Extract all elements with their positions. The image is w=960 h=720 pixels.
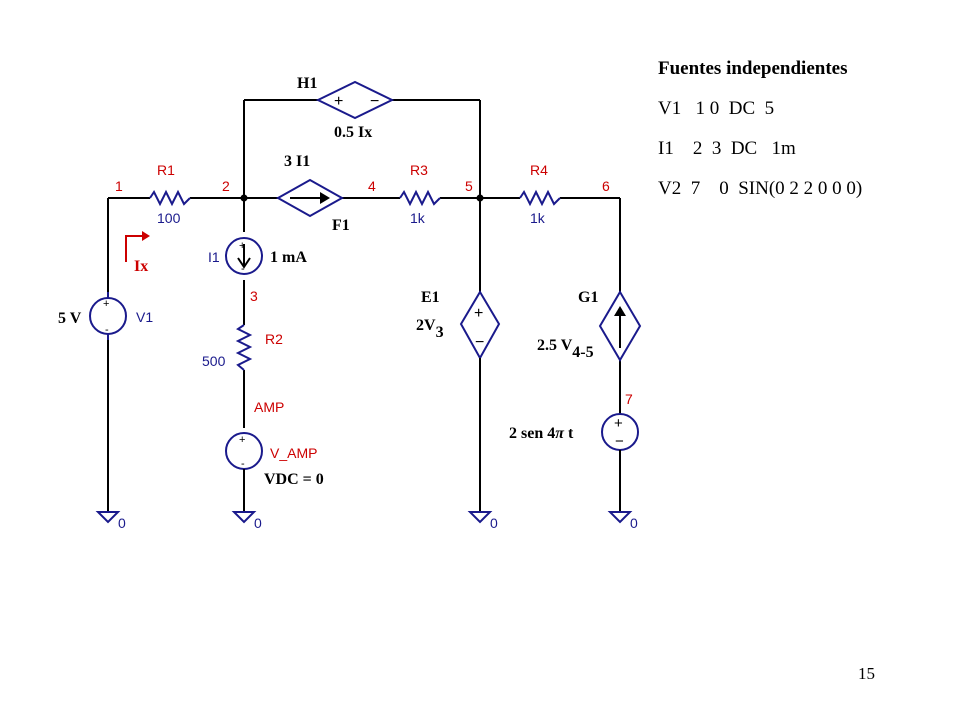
resistor-r3 [399,189,441,207]
netlist-line: I1 2 3 DC 1m [658,138,796,159]
svg-text:-: - [105,324,109,336]
f1-gain: 3 I1 [284,153,310,170]
vamp-name: V_AMP [270,445,317,461]
v2-value: 2 sen 4π t [509,425,574,442]
ccvs-h1: + − [315,80,395,120]
h1-gain: 0.5 Ix [334,124,372,141]
svg-text:0: 0 [118,515,126,531]
notes-title: Fuentes independientes [658,58,848,79]
i1-name: I1 [208,249,220,265]
resistor-r2 [235,324,253,371]
cccs-f1 [275,178,345,218]
voltage-source-vamp: + - [225,432,263,512]
ix-label: Ix [134,258,148,275]
node-label-4: 4 [368,178,376,194]
r4-value: 1k [530,210,546,226]
junction-node2 [240,194,248,202]
svg-text:-: - [241,458,245,470]
svg-text:0: 0 [630,515,638,531]
svg-text:−: − [475,334,484,351]
svg-text:+: + [103,298,109,310]
h1-name: H1 [297,75,317,92]
netlist-line: V1 1 0 DC 5 [658,98,775,119]
page-number: 15 [858,664,875,683]
current-source-i1: + - [225,237,263,275]
e1-name: E1 [421,289,440,306]
node-label-2: 2 [222,178,230,194]
g1-gain: 2.5 V4-5 [537,337,594,361]
voltage-source-v2: + − [601,413,639,512]
svg-text:+: + [239,434,245,446]
v1-value: 5 V [58,310,82,327]
r1-value: 100 [157,210,181,226]
netlist-notes: Fuentes independientes V1 1 0 DC 5 I1 2 … [658,56,862,216]
r3-name: R3 [410,162,428,178]
svg-text:0: 0 [490,515,498,531]
node-label-6: 6 [602,178,610,194]
svg-text:-: - [241,263,245,275]
svg-text:−: − [615,433,624,450]
vccs-g1 [598,290,642,362]
node-label-5: 5 [465,178,473,194]
r4-name: R4 [530,162,548,178]
svg-text:+: + [239,240,245,252]
node-label-1: 1 [115,178,123,194]
r2-value: 500 [202,353,226,369]
svg-text:−: − [370,93,379,110]
wires [107,99,621,428]
node-label-7: 7 [625,391,633,407]
ground-vamp: 0 [231,511,262,531]
i1-value: 1 mA [270,249,307,266]
svg-text:0: 0 [254,515,262,531]
vcvs-e1: + − [459,290,501,512]
v1-name: V1 [136,309,153,325]
netlist-line: V2 7 0 SIN(0 2 2 0 0 0) [658,178,863,199]
ground-e1: 0 [467,511,498,531]
r3-value: 1k [410,210,426,226]
junction-node5 [476,194,484,202]
ground-v2: 0 [607,511,638,531]
vamp-value: VDC = 0 [264,471,324,488]
vamp-net-label: AMP [254,399,284,415]
ix-current-arrow: Ix [125,231,150,275]
svg-text:+: + [614,415,623,432]
f1-name: F1 [332,217,350,234]
voltage-source-v1: + - [89,292,127,512]
g1-name: G1 [578,289,598,306]
resistor-r4 [519,189,561,207]
r2-name: R2 [265,331,283,347]
ground-v1: 0 [95,511,126,531]
svg-text:+: + [334,93,343,110]
e1-gain: 2V3 [416,317,444,341]
svg-text:+: + [474,305,483,322]
node-label-3: 3 [250,288,258,304]
resistor-r1 [149,189,191,207]
r1-name: R1 [157,162,175,178]
